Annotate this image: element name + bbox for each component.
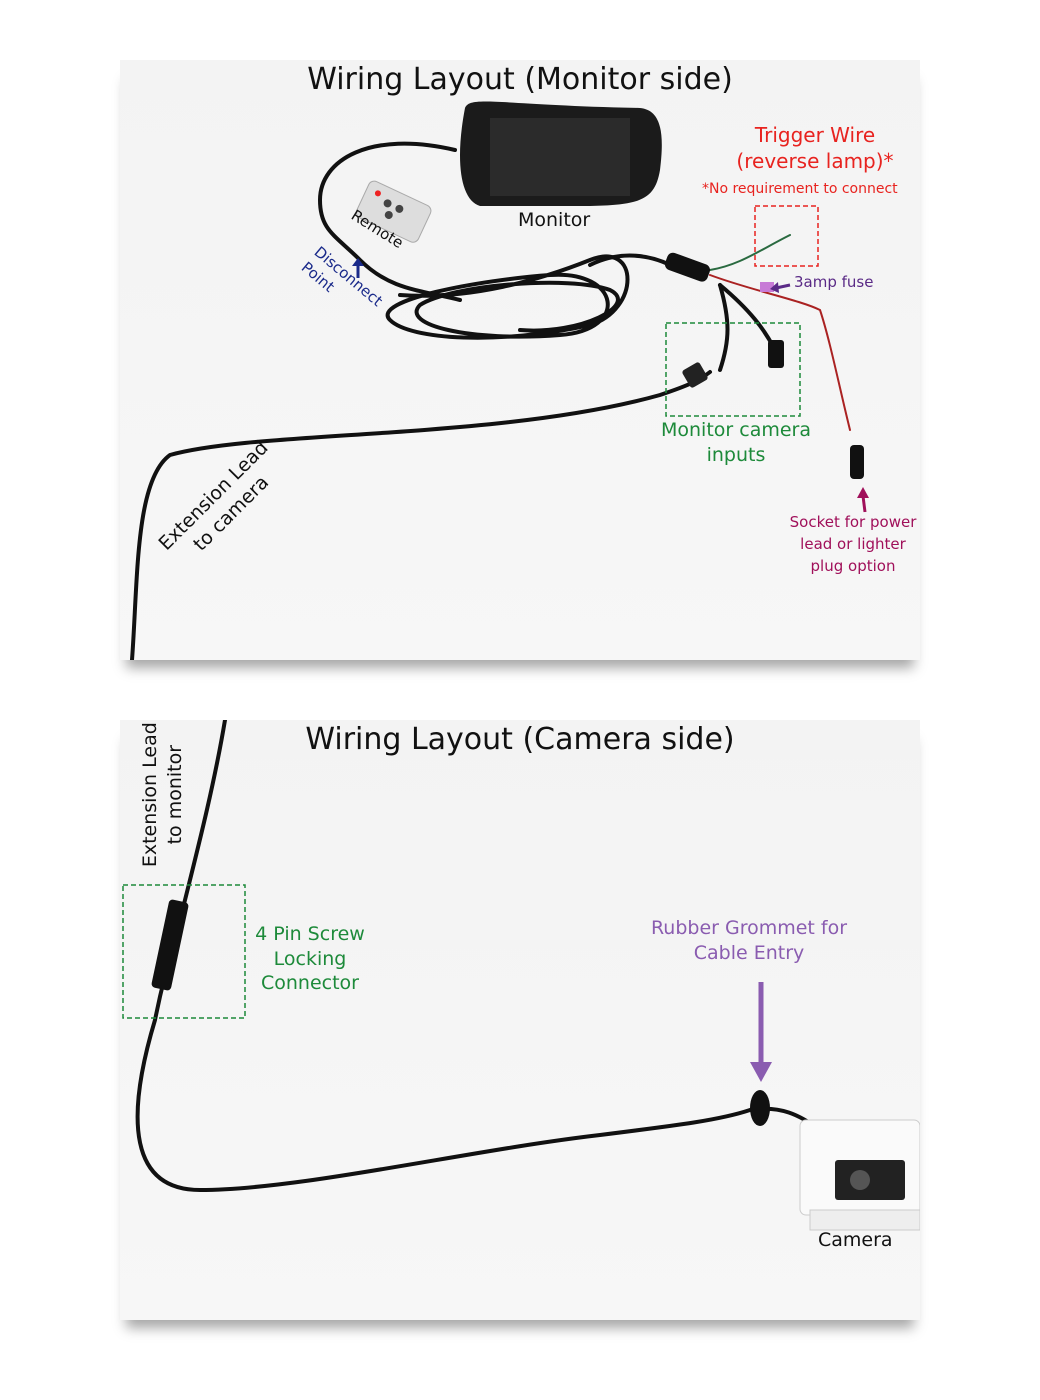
trigger-line-2: (reverse lamp)* — [736, 149, 894, 173]
power-socket — [850, 445, 864, 479]
trigger-line-1: Trigger Wire — [754, 123, 876, 147]
inputs-line-1: Monitor camera — [660, 419, 811, 441]
red-wire — [709, 274, 851, 431]
socket-line-1: Socket for power — [789, 513, 917, 531]
screw-connector — [151, 899, 189, 991]
connector-box — [122, 884, 246, 1019]
rubber-grommet — [750, 1090, 770, 1126]
monitor-device — [460, 101, 662, 206]
remote-device — [355, 180, 432, 243]
panel-title: Wiring Layout (Monitor side) — [307, 62, 733, 97]
connector-line-1: 4 Pin Screw — [255, 923, 365, 945]
camera-side-panel: Wiring Layout (Camera side) Extension Le… — [120, 720, 920, 1320]
socket-label: Socket for power lead or lighter plug opti… — [788, 512, 918, 577]
camera-side-photo — [122, 720, 920, 1231]
camera-device — [799, 1119, 920, 1231]
inputs-line-2: inputs — [706, 443, 766, 466]
monitor-cable — [317, 141, 462, 302]
socket-arrow — [861, 495, 867, 513]
monitor-side-panel: Wiring Layout (Monitor side) Monitor Rem… — [120, 60, 920, 660]
trigger-wire-box — [754, 205, 819, 267]
socket-line-3: plug option — [810, 556, 896, 575]
monitor-side-photo — [130, 101, 869, 660]
connector-line-3: Connector — [261, 972, 359, 995]
grommet-line-2: Cable Entry — [693, 941, 805, 964]
camera-inputs-box — [665, 322, 801, 417]
extension-line-1: Extension Lead — [138, 722, 161, 868]
fuse-holder — [760, 282, 774, 292]
monitor-label: Monitor — [518, 209, 591, 231]
panel-title: Wiring Layout (Camera side) — [305, 722, 735, 757]
fuse-label: 3amp fuse — [794, 273, 874, 291]
trigger-note: *No requirement to connect — [702, 181, 898, 197]
connector-line-2: Locking — [273, 947, 347, 970]
camera-label: Camera — [818, 1229, 893, 1251]
coiled-cable — [385, 254, 630, 340]
grommet-line-1: Rubber Grommet for — [650, 917, 848, 939]
trigger-wire-label: Trigger Wire(reverse lamp)* — [730, 122, 900, 174]
green-wire — [709, 234, 791, 271]
extension-cable — [130, 370, 712, 660]
extension-cable — [135, 720, 822, 1193]
extension-line-2: to monitor — [163, 744, 186, 845]
socket-line-2: lead or lighter — [800, 534, 906, 553]
